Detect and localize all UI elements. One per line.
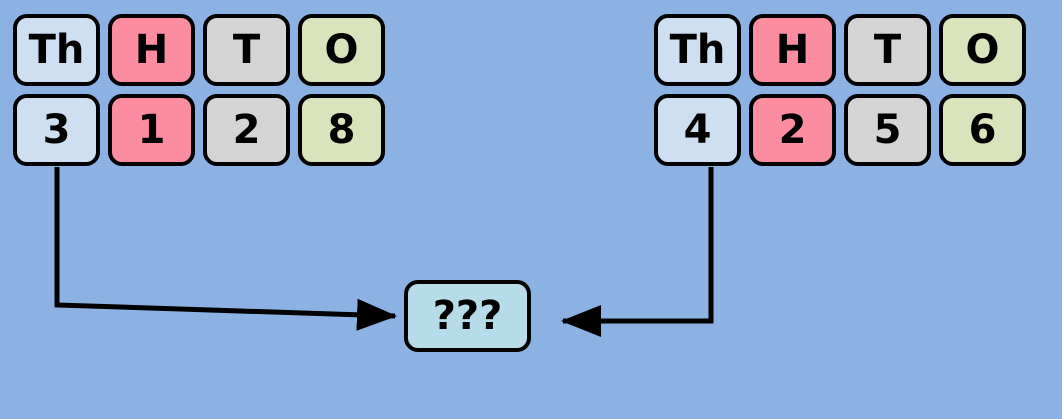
- header-cell-tens-left: T: [203, 14, 290, 86]
- digit-cell-ones-left: 8: [298, 94, 385, 166]
- digit-row-left: 3 1 2 8: [13, 94, 385, 166]
- digit-cell-thousands-right: 4: [654, 94, 741, 166]
- header-cell-thousands-right: Th: [654, 14, 741, 86]
- place-value-group-right: Th H T O 4 2 5 6: [654, 14, 1026, 166]
- digit-row-right: 4 2 5 6: [654, 94, 1026, 166]
- digit-cell-thousands-left: 3: [13, 94, 100, 166]
- header-cell-hundreds-right: H: [749, 14, 836, 86]
- header-cell-ones-right: O: [939, 14, 1026, 86]
- header-row-right: Th H T O: [654, 14, 1026, 86]
- left-connector-arrow: [54, 167, 397, 331]
- header-cell-ones-left: O: [298, 14, 385, 86]
- digit-cell-hundreds-left: 1: [108, 94, 195, 166]
- right-connector-arrow: [560, 167, 714, 338]
- digit-cell-tens-left: 2: [203, 94, 290, 166]
- header-cell-tens-right: T: [844, 14, 931, 86]
- header-row-left: Th H T O: [13, 14, 385, 86]
- header-cell-thousands-left: Th: [13, 14, 100, 86]
- result-box: ???: [404, 280, 531, 352]
- place-value-group-left: Th H T O 3 1 2 8: [13, 14, 385, 166]
- digit-cell-ones-right: 6: [939, 94, 1026, 166]
- digit-cell-hundreds-right: 2: [749, 94, 836, 166]
- digit-cell-tens-right: 5: [844, 94, 931, 166]
- header-cell-hundreds-left: H: [108, 14, 195, 86]
